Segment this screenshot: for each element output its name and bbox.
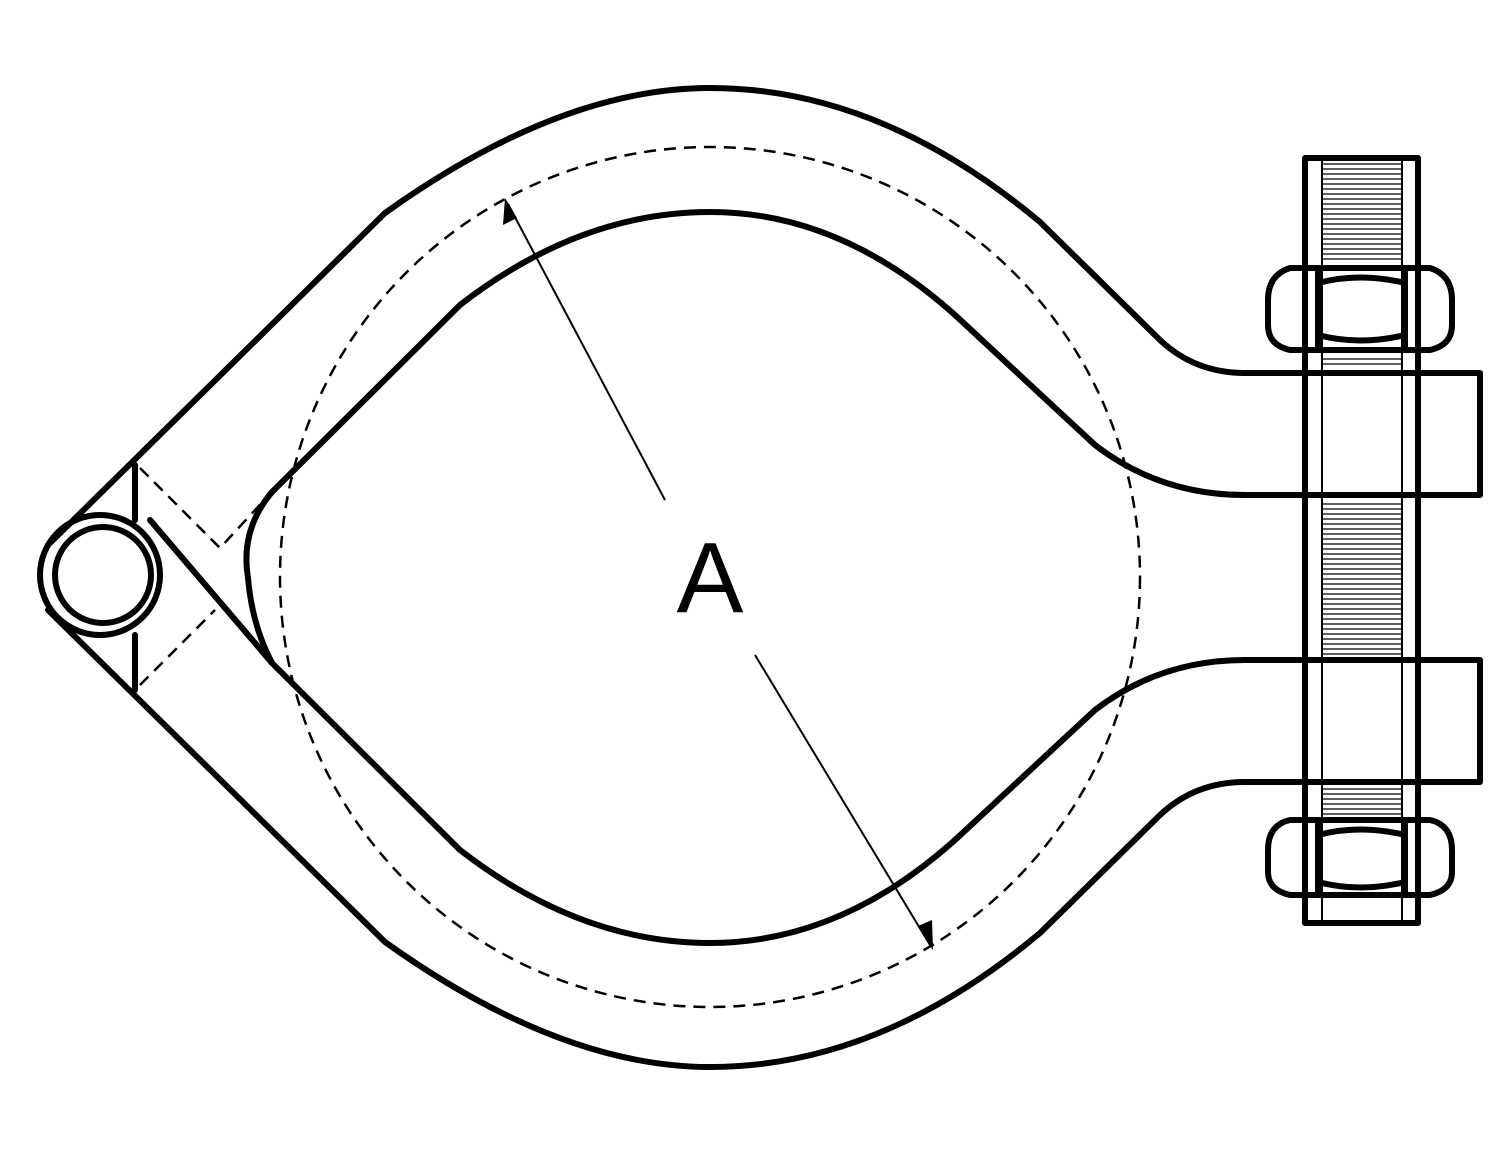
pipe-outline-dashed xyxy=(278,145,1142,1009)
hinge-link xyxy=(147,517,275,666)
hinge-pin xyxy=(37,512,163,638)
upper-nut xyxy=(1265,265,1455,353)
lower-nut xyxy=(1265,817,1455,898)
lower-clamp-half xyxy=(45,607,1483,1070)
dimension-arrows xyxy=(503,198,933,950)
dimension-label: A xyxy=(677,522,744,634)
inner-bulge xyxy=(243,489,275,666)
bolt xyxy=(1302,155,1421,926)
